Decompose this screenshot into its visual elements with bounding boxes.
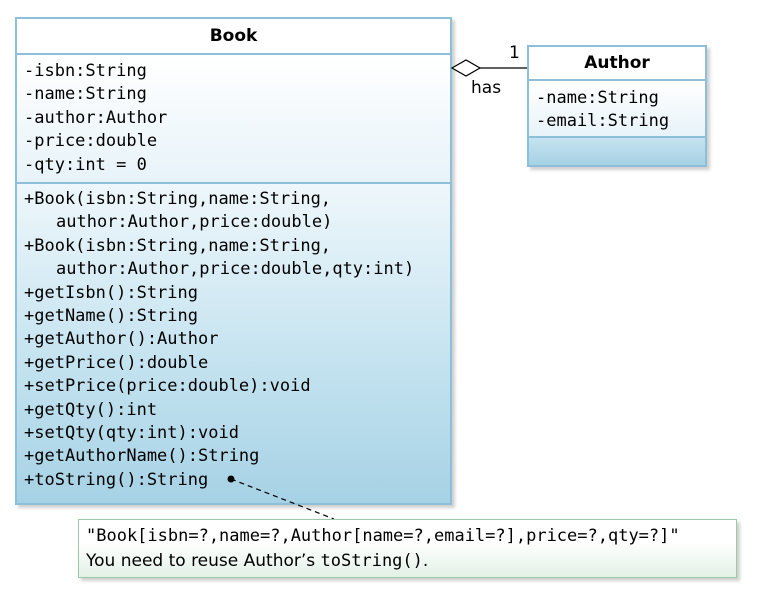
book-operation: +toString():String [24, 469, 209, 490]
book-attribute: -name:String [24, 84, 147, 105]
note-anchor-line [230, 478, 335, 520]
aggregation-diamond [450, 59, 482, 77]
note-hint-code: toString() [320, 551, 423, 571]
note-hint-text: You need to reuse Author’s toString(). [86, 549, 736, 574]
book-attribute: -price:double [24, 131, 158, 152]
book-attributes: -isbn:String -name:String -author:Author… [17, 55, 450, 184]
book-operation: +getQty():int [24, 399, 158, 420]
author-operations [529, 138, 705, 165]
note-format-text: "Book[isbn=?,name=?,Author[name=?,email=… [86, 526, 680, 546]
book-attribute: -isbn:String [24, 61, 147, 81]
book-class: Book -isbn:String -name:String -author:A… [15, 17, 452, 505]
book-operation: +setPrice(price:double):void [24, 376, 311, 397]
book-class-name: Book [17, 19, 450, 55]
book-operations: +Book(isbn:String,name:String, author:Au… [17, 184, 450, 503]
note-anchor-dot [227, 475, 235, 483]
author-class: Author -name:String -email:String [527, 45, 707, 167]
book-operation: +getAuthor():Author [24, 329, 219, 350]
association-label: has [471, 78, 502, 98]
book-operation: +getIsbn():String [24, 282, 198, 303]
book-operation: +Book(isbn:String,name:String, [24, 235, 332, 256]
book-attribute: -qty:int = 0 [24, 154, 147, 175]
tostring-note: "Book[isbn=?,name=?,Author[name=?,email=… [78, 519, 737, 578]
author-attributes: -name:String -email:String [529, 81, 705, 138]
book-operation: +getName():String [24, 305, 198, 326]
note-hint-prefix: You need to reuse Author’s [86, 551, 321, 571]
book-operation-continued: author:Author,price:double) [56, 212, 333, 233]
author-class-name: Author [529, 47, 705, 81]
multiplicity-label: 1 [509, 43, 520, 63]
book-operation: +setQty(qty:int):void [24, 422, 239, 443]
author-attribute: -name:String [536, 88, 659, 108]
book-attribute: -author:Author [24, 107, 168, 128]
author-attribute: -email:String [536, 111, 670, 132]
book-operation-continued: author:Author,price:double,qty:int) [56, 259, 415, 280]
book-operation: +getAuthorName():String [24, 446, 260, 467]
book-operation: +getPrice():double [24, 352, 209, 373]
note-hint-suffix: . [422, 551, 429, 571]
book-operation: +Book(isbn:String,name:String, [24, 189, 332, 209]
